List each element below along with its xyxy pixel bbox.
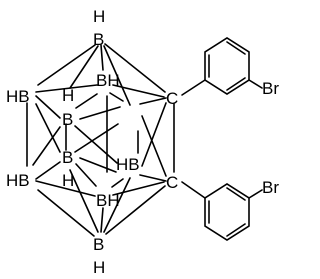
upper-bromophenyl-ring bbox=[204, 37, 263, 95]
atom-label-hb-left-lower: HB bbox=[6, 171, 30, 190]
substituent-bonds bbox=[181, 79, 206, 199]
carborane-structure-diagram: H B HB BH H B B H HB HB BH B H C C Br Br bbox=[6, 7, 279, 277]
atom-label-top-b: B bbox=[93, 30, 104, 49]
atom-label-bottom-h: H bbox=[93, 258, 105, 277]
atom-label-top-h: H bbox=[93, 7, 105, 26]
atom-label-hb-left-upper: HB bbox=[6, 87, 30, 106]
lower-bromophenyl-ring bbox=[204, 183, 263, 241]
atom-label-br-upper: Br bbox=[262, 79, 279, 98]
atom-label-hb-right-mid: HB bbox=[116, 155, 140, 174]
atom-labels: H B HB BH H B B H HB HB BH B H C C Br Br bbox=[6, 7, 279, 277]
atom-label-b-lower-mid: B bbox=[62, 148, 73, 167]
cage-bonds bbox=[26, 43, 175, 237]
atom-label-h-lower: H bbox=[62, 171, 74, 190]
atom-label-h-upper: H bbox=[62, 86, 74, 105]
atom-label-b-upper-mid: B bbox=[62, 110, 73, 129]
atom-label-c-upper: C bbox=[166, 89, 178, 108]
atom-label-br-lower: Br bbox=[262, 178, 279, 197]
atom-label-bh-upper-inner: BH bbox=[96, 71, 120, 90]
atom-label-bottom-b: B bbox=[93, 235, 104, 254]
atom-label-c-lower: C bbox=[166, 173, 178, 192]
structure-drawing: H B HB BH H B B H HB HB BH B H C C Br Br bbox=[6, 7, 279, 277]
atom-label-bh-lower-inner: BH bbox=[96, 191, 120, 210]
